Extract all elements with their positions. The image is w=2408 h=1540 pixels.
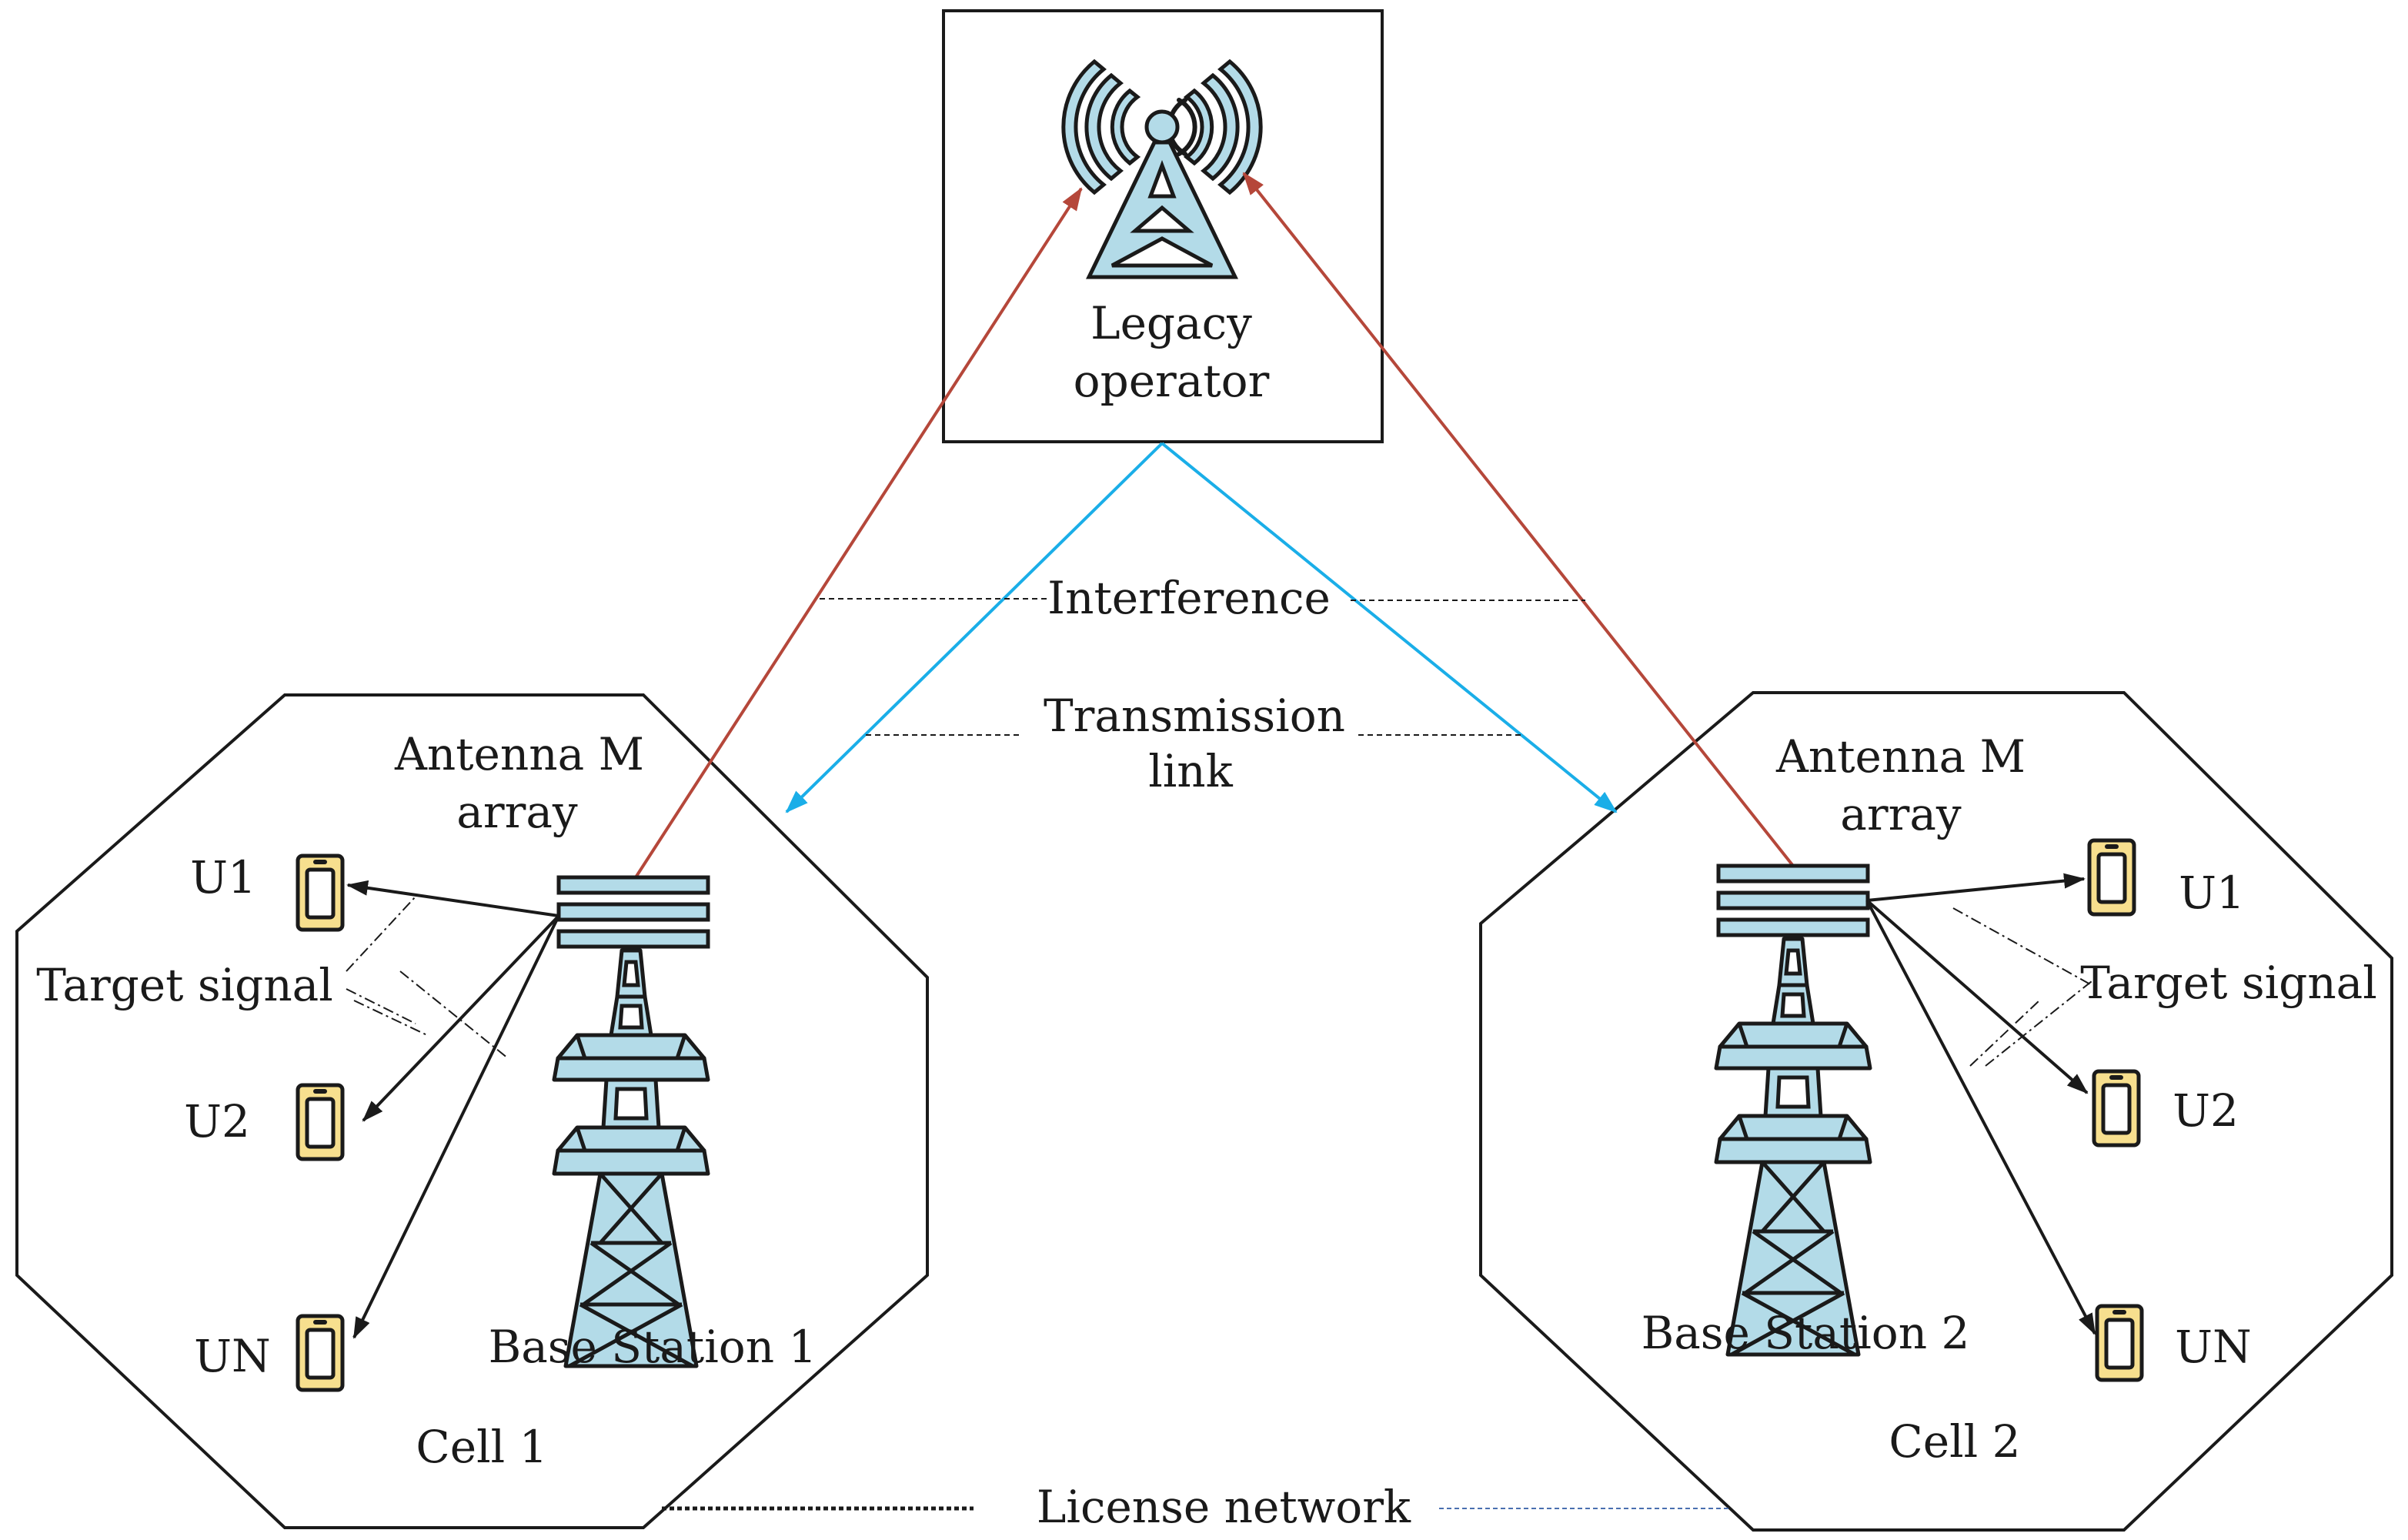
cell2-base-station-label: Base Station 2 <box>1642 1307 1970 1359</box>
radio-mast-icon <box>1061 58 1263 279</box>
cell1-phone-un <box>298 1316 342 1390</box>
antenna-array-2 <box>1718 866 1868 935</box>
cell1-user-un: UN <box>194 1330 271 1382</box>
cell1-antenna-label-line1: Antenna M <box>394 728 644 780</box>
cell1-antenna-label-line2: array <box>456 786 578 838</box>
cell2-phone-u1 <box>2089 840 2134 914</box>
transmission-link-1 <box>785 442 1164 813</box>
cell2-target-signal-label: Target signal <box>2080 957 2377 1009</box>
transmission-label-line2: link <box>1148 745 1233 797</box>
cell2-user-u1: U1 <box>2179 867 2245 919</box>
base-station-tower-1 <box>554 950 708 1366</box>
cell2-signal-u2 <box>1865 899 2089 1094</box>
antenna-array-1 <box>559 877 708 947</box>
cell2-user-un: UN <box>2175 1321 2252 1373</box>
cell-2-boundary <box>1479 691 2393 1532</box>
license-network-label: License network <box>1037 1481 1411 1533</box>
cell1-base-station-label: Base Station 1 <box>489 1321 817 1373</box>
legacy-label-line1: Legacy <box>1090 297 1252 349</box>
cell1-phone-u2 <box>298 1085 342 1159</box>
cell1-target-signal-label: Target signal <box>36 959 333 1011</box>
cell1-signal-un <box>352 915 560 1339</box>
interference-link-2 <box>1242 172 1795 867</box>
cell2-antenna-label-line1: Antenna M <box>1775 730 2026 783</box>
cell2-user-u2: U2 <box>2173 1084 2239 1137</box>
cell1-user-u1: U1 <box>190 851 256 904</box>
transmission-link-2 <box>1161 442 1618 813</box>
cell1-phone-u1 <box>298 856 342 930</box>
cell2-antenna-label-line2: array <box>1840 788 1962 840</box>
cell2-phone-un <box>2097 1306 2142 1380</box>
cell2-phone-u2 <box>2094 1071 2139 1145</box>
cell-1-boundary <box>15 693 929 1529</box>
cell1-label: Cell 1 <box>416 1421 547 1473</box>
legacy-label-line2: operator <box>1074 355 1270 407</box>
cell2-label: Cell 2 <box>1889 1415 2020 1468</box>
cell1-signal-u1 <box>346 880 559 917</box>
cell1-signal-u2 <box>362 914 560 1122</box>
transmission-label-line1: Transmission <box>1044 690 1345 742</box>
cell2-signal-un <box>1865 900 2096 1335</box>
interference-label: Interference <box>1047 572 1331 624</box>
cell2-signal-u1 <box>1866 873 2086 902</box>
base-station-tower-2 <box>1716 939 1870 1355</box>
cell1-user-u2: U2 <box>184 1095 250 1147</box>
interference-link-1 <box>634 187 1083 879</box>
